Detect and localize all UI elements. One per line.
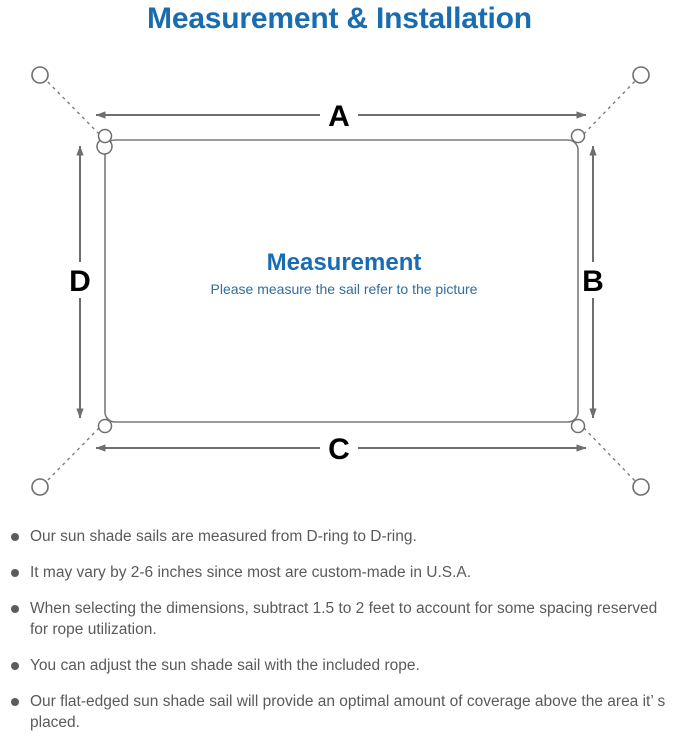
- dimension-label-d: D: [69, 265, 91, 298]
- rope-line-bottom-right: [578, 422, 639, 485]
- d-ring-top-left: [96, 128, 113, 155]
- anchor-ring-top-left: [31, 66, 49, 84]
- sail-body: [104, 139, 579, 423]
- d-ring-bottom-right: [570, 418, 586, 434]
- diagram-center-subtitle: Please measure the sail refer to the pic…: [211, 281, 478, 297]
- dimension-label-c: C: [328, 433, 350, 466]
- anchor-ring-bottom-left: [31, 478, 49, 496]
- page-title: Measurement & Installation: [147, 2, 532, 35]
- bullet-icon: [11, 569, 19, 577]
- bullet-icon: [11, 605, 19, 613]
- note-text: Our sun shade sails are measured from D-…: [30, 528, 417, 545]
- dimension-line-a: A: [95, 100, 587, 133]
- note-text: Our flat-edged sun shade sail will provi…: [30, 693, 666, 731]
- rope-line-top-right: [578, 77, 639, 140]
- list-item: You can adjust the sun shade sail with t…: [0, 655, 679, 676]
- bullet-icon: [11, 662, 19, 670]
- dimension-label-b: B: [582, 265, 604, 298]
- notes-list: Our sun shade sails are measured from D-…: [0, 526, 679, 733]
- list-item: Our flat-edged sun shade sail will provi…: [0, 691, 679, 733]
- anchor-ring-bottom-right: [632, 478, 650, 496]
- bullet-icon: [11, 533, 19, 541]
- diagram-center-title: Measurement: [267, 249, 422, 276]
- note-text: When selecting the dimensions, subtract …: [30, 600, 658, 638]
- list-item: It may vary by 2-6 inches since most are…: [0, 562, 679, 583]
- anchor-ring-top-right: [632, 66, 650, 84]
- rope-line-bottom-left: [43, 422, 105, 485]
- dimension-line-b: B: [582, 145, 604, 419]
- measurement-diagram: A C D B Measurement Please measure the s…: [0, 46, 679, 516]
- bullet-icon: [11, 698, 19, 706]
- rope-line-top-left: [43, 77, 105, 140]
- note-text: You can adjust the sun shade sail with t…: [30, 657, 420, 674]
- list-item: Our sun shade sails are measured from D-…: [0, 526, 679, 547]
- dimension-line-d: D: [69, 145, 91, 419]
- dimension-line-c: C: [95, 433, 587, 466]
- list-item: When selecting the dimensions, subtract …: [0, 598, 679, 640]
- dimension-label-a: A: [328, 100, 350, 133]
- d-ring-bottom-left: [97, 418, 113, 434]
- d-ring-top-right: [570, 128, 586, 144]
- note-text: It may vary by 2-6 inches since most are…: [30, 564, 472, 581]
